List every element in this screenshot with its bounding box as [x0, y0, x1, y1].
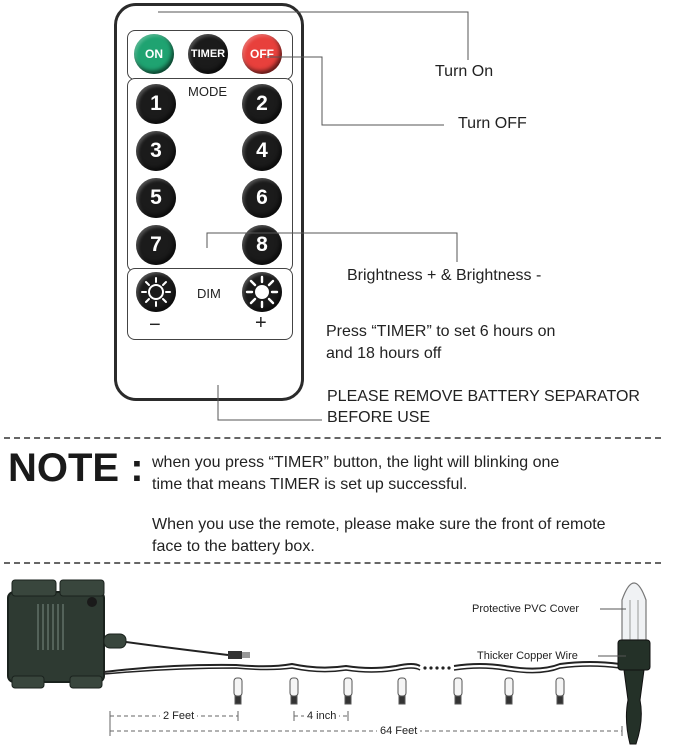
mode-7-button[interactable]: 7	[136, 225, 176, 265]
mode-4-button[interactable]: 4	[242, 131, 282, 171]
mode-1-button[interactable]: 1	[136, 84, 176, 124]
minus-label: −	[149, 314, 161, 336]
note-title: NOTE :	[8, 446, 144, 490]
timer-callout-line2: and 18 hours off	[326, 345, 442, 362]
note-para2-line1: When you use the remote, please make sur…	[152, 516, 606, 533]
battery-box	[7, 579, 127, 689]
note-para2-line2: face to the battery box.	[152, 538, 315, 555]
dim-label: DIM	[197, 286, 221, 301]
note-para1-line2: time that means TIMER is set up successf…	[152, 476, 468, 493]
sun-outline-icon	[141, 277, 171, 307]
mode-3-button[interactable]: 3	[136, 131, 176, 171]
battery-callout-line1: PLEASE REMOVE BATTERY SEPARATOR	[327, 388, 640, 405]
on-button[interactable]: ON	[134, 34, 174, 74]
copper-wire-label: Thicker Copper Wire	[477, 650, 578, 662]
mode-label: MODE	[188, 84, 227, 99]
brightness-callout: Brightness + & Brightness -	[347, 267, 542, 284]
turn-off-callout: Turn OFF	[458, 115, 527, 132]
two-feet-label: 2 Feet	[160, 710, 198, 722]
bulb-closeup	[617, 582, 651, 745]
brightness-up-button[interactable]	[242, 272, 282, 312]
battery-callout-line2: BEFORE USE	[327, 409, 431, 426]
note-para1-line1: when you press “TIMER” button, the light…	[152, 454, 560, 471]
separator-top	[4, 437, 661, 439]
plus-label: +	[255, 312, 267, 334]
sun-filled-icon	[245, 275, 279, 309]
brightness-down-button[interactable]	[136, 272, 176, 312]
mini-bulbs	[233, 677, 565, 705]
four-inch-label: 4 inch	[304, 710, 340, 722]
timer-callout-line1: Press “TIMER” to set 6 hours on	[326, 323, 556, 340]
timer-button[interactable]: TIMER	[188, 34, 228, 74]
mode-6-button[interactable]: 6	[242, 178, 282, 218]
separator-bottom	[4, 562, 661, 564]
mode-5-button[interactable]: 5	[136, 178, 176, 218]
mode-8-button[interactable]: 8	[242, 225, 282, 265]
turn-on-callout: Turn On	[435, 63, 494, 80]
sixty-four-feet-label: 64 Feet	[377, 725, 421, 737]
off-button[interactable]: OFF	[242, 34, 282, 74]
pvc-cover-label: Protective PVC Cover	[472, 603, 579, 615]
mode-2-button[interactable]: 2	[242, 84, 282, 124]
remote-control: ON TIMER OFF MODE 1 2 3 4 5 6 7 8	[114, 3, 304, 401]
